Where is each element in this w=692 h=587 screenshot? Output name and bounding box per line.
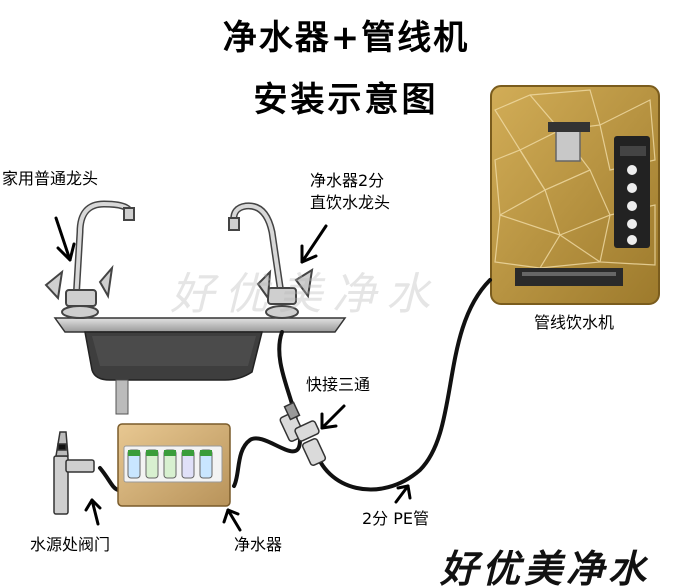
label-purifier: 净水器 xyxy=(234,535,283,554)
label-purifier-faucet-line1: 净水器2分 xyxy=(310,171,385,190)
label-home-faucet: 家用普通龙头 xyxy=(2,169,99,188)
quick-tee-connector xyxy=(279,401,327,467)
purifier-faucet xyxy=(228,202,314,319)
title-line2: 安装示意图 xyxy=(253,80,439,120)
pointer-arrows xyxy=(54,216,412,532)
label-tee: 快接三通 xyxy=(306,375,371,394)
water-purifier-unit xyxy=(117,423,231,507)
pe-tubes xyxy=(98,278,492,492)
home-faucet xyxy=(44,200,135,319)
label-valve: 水源处阀门 xyxy=(30,535,111,554)
kitchen-sink xyxy=(53,317,347,415)
label-pe-pipe: 2分 PE管 xyxy=(362,509,430,528)
source-valve xyxy=(53,431,95,515)
label-purifier-faucet-line2: 直饮水龙头 xyxy=(310,193,391,212)
brand-logo-text: 好优美净水 xyxy=(440,546,651,587)
title-line1: 净水器+管线机 xyxy=(222,18,470,58)
pipeline-water-dispenser xyxy=(490,85,660,305)
label-dispenser: 管线饮水机 xyxy=(534,313,615,332)
watermark-text: 好优美净水 xyxy=(170,269,440,320)
